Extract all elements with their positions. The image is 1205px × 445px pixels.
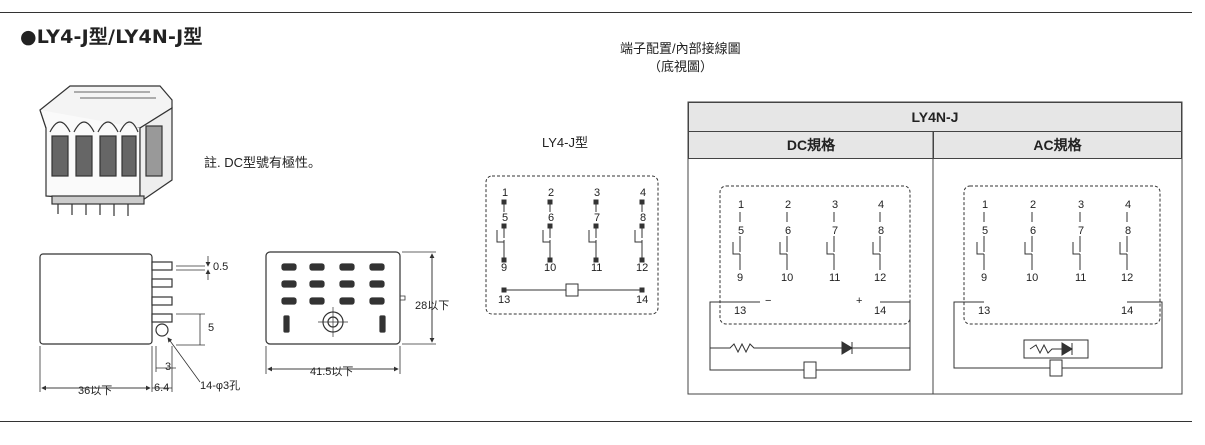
dc-t10: 10	[781, 272, 794, 284]
dc-t12: 12	[874, 272, 887, 284]
terminal-column	[634, 199, 645, 263]
ly4j-t5: 5	[502, 212, 509, 224]
ac-t6: 6	[1030, 225, 1037, 237]
note-text: 註. DC型號有極性。	[204, 155, 322, 170]
ly4j-t4: 4	[640, 187, 647, 199]
dc-t13: 13	[734, 305, 747, 317]
table-col-ac: AC規格	[933, 131, 1182, 159]
bottom-rule	[0, 421, 1192, 422]
ac-t14: 14	[1121, 305, 1134, 317]
ly4j-t13: 13	[498, 294, 511, 306]
relay-illustration	[39, 85, 173, 216]
ac-t11: 11	[1075, 272, 1087, 284]
dc-t1: 1	[738, 199, 745, 211]
table-col-dc: DC規格	[688, 131, 934, 159]
bottom-view-drawing	[265, 251, 436, 374]
ly4j-t8: 8	[640, 212, 647, 224]
dc-t6: 6	[785, 225, 792, 237]
ly4j-t11: 11	[591, 262, 603, 274]
ac-t5: 5	[982, 225, 989, 237]
ac-t4: 4	[1125, 199, 1132, 211]
terminal-column	[496, 199, 507, 263]
dc-t4: 4	[878, 199, 885, 211]
ly4j-t6: 6	[548, 212, 555, 224]
ly4j-label: LY4-J型	[542, 135, 588, 150]
dim-5: 5	[208, 322, 215, 334]
side-view-drawing	[39, 253, 211, 392]
ly4j-t14: 14	[636, 294, 649, 306]
ly4j-t1: 1	[502, 187, 509, 199]
ly4j-t9: 9	[501, 262, 508, 274]
ly4j-t3: 3	[594, 187, 601, 199]
ac-t3: 3	[1078, 199, 1085, 211]
ac-t2: 2	[1030, 199, 1037, 211]
dc-t3: 3	[832, 199, 839, 211]
top-rule	[0, 12, 1192, 13]
dim-3: 3	[165, 361, 172, 373]
dc-t9: 9	[737, 272, 744, 284]
ac-t1: 1	[982, 199, 989, 211]
dim-holes: 14-φ3孔	[200, 380, 241, 392]
dc-t5: 5	[738, 225, 745, 237]
ly4j-t2: 2	[548, 187, 555, 199]
dc-t11: 11	[829, 272, 841, 284]
dc-plus: +	[856, 295, 863, 307]
dc-terminal-diagram	[709, 185, 911, 379]
dim-0-5: 0.5	[213, 261, 229, 273]
ac-t12: 12	[1121, 272, 1134, 284]
terminal-column	[588, 199, 599, 263]
dc-t14: 14	[874, 305, 887, 317]
ly4j-t12: 12	[636, 262, 649, 274]
ac-t10: 10	[1026, 272, 1039, 284]
ac-terminal-diagram	[953, 185, 1163, 377]
terminal-title: 端子配置/內部接線圖	[620, 41, 741, 56]
ac-t13: 13	[978, 305, 991, 317]
dc-t2: 2	[785, 199, 792, 211]
ac-t7: 7	[1078, 225, 1085, 237]
ly4n-j-table	[687, 101, 1183, 395]
ly4j-terminal-diagram	[485, 175, 659, 315]
ac-t9: 9	[981, 272, 988, 284]
dc-t8: 8	[878, 225, 885, 237]
dc-minus: −	[765, 295, 772, 307]
ly4j-t7: 7	[594, 212, 601, 224]
ac-t8: 8	[1125, 225, 1132, 237]
dc-t7: 7	[832, 225, 839, 237]
ly4j-t10: 10	[544, 262, 557, 274]
terminal-column	[542, 199, 553, 263]
terminal-subtitle: （底視圖）	[648, 59, 714, 74]
page-title: ●LY4-J型/LY4N-J型	[20, 26, 203, 48]
